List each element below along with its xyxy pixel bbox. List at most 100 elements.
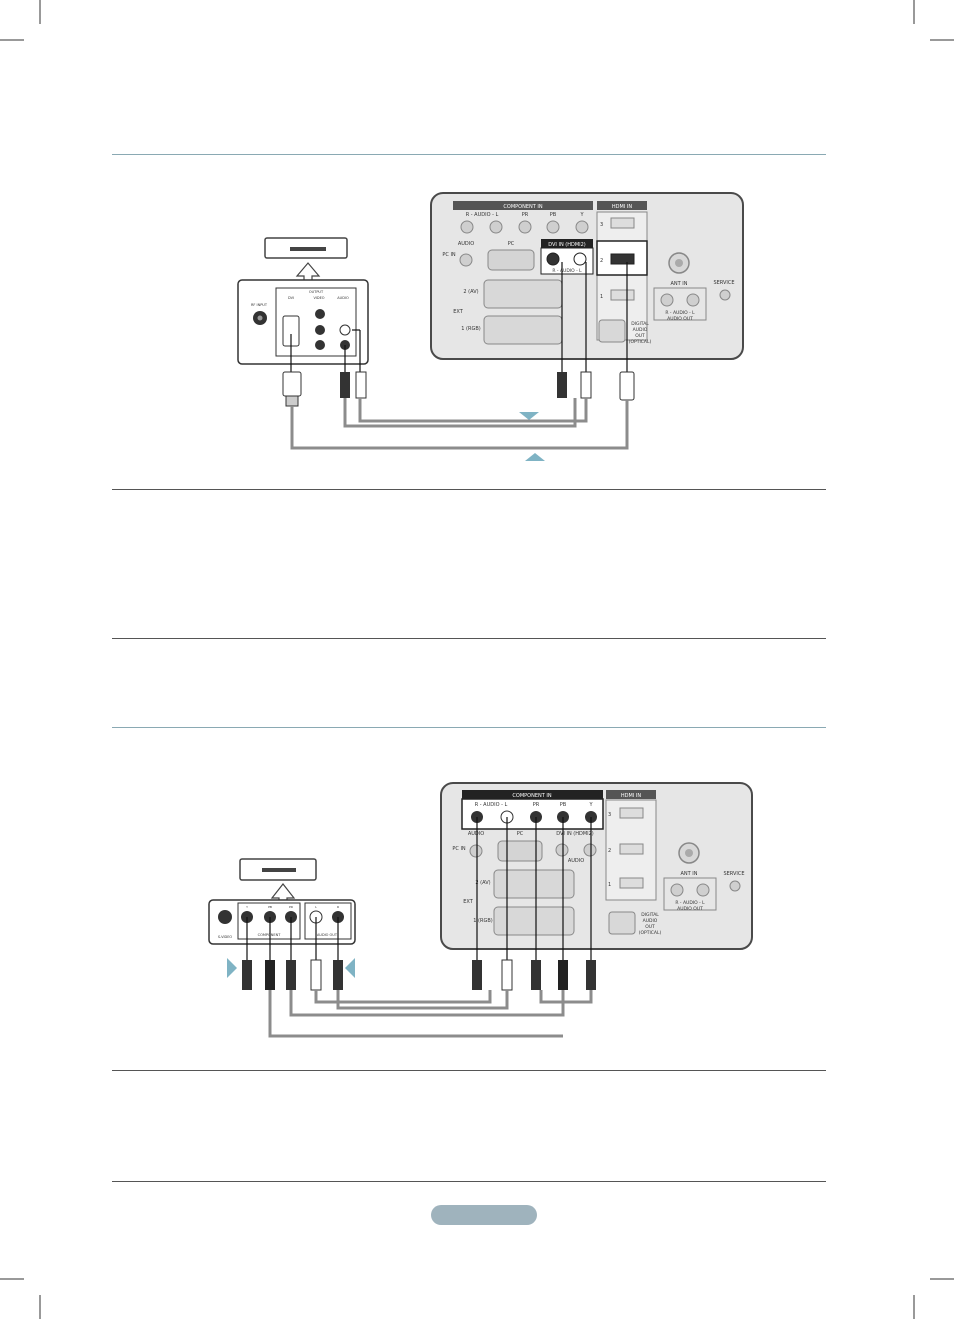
output-label: OUTPUT bbox=[309, 290, 324, 294]
optical-port bbox=[598, 319, 626, 343]
hdmi-in-header bbox=[597, 201, 647, 210]
arrow-left-icon bbox=[345, 958, 355, 978]
component-in-label: COMPONENT IN bbox=[503, 204, 542, 210]
ext-label: EXT bbox=[463, 899, 473, 905]
device-rear-panel bbox=[237, 279, 369, 365]
audio-l-jack bbox=[339, 324, 351, 336]
video-label: VIDEO bbox=[313, 296, 324, 300]
section-rule bbox=[112, 489, 826, 490]
pc-audio-jack bbox=[459, 253, 473, 267]
video-jack bbox=[315, 340, 325, 350]
component-audio-label: R - AUDIO - L bbox=[475, 802, 508, 808]
hdmi-column bbox=[596, 211, 648, 341]
component-in-header bbox=[462, 790, 603, 799]
rca-plug bbox=[286, 960, 296, 990]
hdmi-in-label: HDMI IN bbox=[612, 204, 632, 210]
hdmi-number: 1 bbox=[600, 294, 603, 300]
pc-in-label: PC IN bbox=[452, 846, 466, 852]
ant-in-label: ANT IN bbox=[680, 871, 697, 877]
hdmi-in-label: HDMI IN bbox=[621, 793, 641, 799]
dvi-hdmi-cable bbox=[290, 400, 629, 450]
audio-out-label: AUDIO OUT bbox=[317, 933, 338, 937]
component-audio-label: R - AUDIO - L bbox=[466, 212, 499, 218]
rca-plug bbox=[242, 960, 252, 990]
component-jack bbox=[575, 220, 589, 234]
component-y-label: Y bbox=[588, 802, 593, 808]
arrow-down-icon bbox=[519, 412, 539, 420]
hdmi-port-2 bbox=[619, 843, 644, 855]
service-port bbox=[719, 289, 731, 301]
component-in-header bbox=[453, 201, 593, 210]
pc-vga-port bbox=[487, 249, 535, 271]
rf-input-label: RF INPUT bbox=[251, 303, 268, 307]
rca-plug-red bbox=[557, 372, 567, 398]
dvi-in-label: DVI IN (HDMI2) bbox=[548, 242, 586, 248]
component-pr-label: PR bbox=[533, 802, 540, 808]
digital-audio-label: AUDIO bbox=[643, 918, 658, 924]
audio-out-rl-label: R - AUDIO - L bbox=[675, 900, 705, 906]
rca-plug bbox=[501, 959, 513, 991]
dvi-audio-label: AUDIO bbox=[568, 858, 584, 864]
scart-port-2 bbox=[493, 869, 575, 899]
audio-cable bbox=[343, 398, 577, 428]
ant-in-core bbox=[675, 259, 683, 267]
pc-label: PC bbox=[508, 241, 515, 247]
component-cable bbox=[268, 990, 563, 1038]
ext-label: EXT bbox=[453, 309, 463, 315]
hdmi-number: 3 bbox=[608, 812, 611, 818]
section-rule bbox=[112, 1181, 826, 1182]
arrow-up-icon bbox=[525, 453, 545, 461]
component-jack bbox=[518, 220, 532, 234]
ant-in-core bbox=[685, 849, 693, 857]
service-port bbox=[729, 880, 741, 892]
jack-label: Y bbox=[246, 905, 248, 909]
rca-plug bbox=[558, 960, 568, 990]
audio-out-jack bbox=[670, 883, 684, 897]
ext2-label: 2 (AV) bbox=[463, 289, 478, 295]
digital-audio-label: AUDIO bbox=[633, 327, 648, 333]
rca-plug bbox=[310, 959, 322, 991]
pc-audio-label: AUDIO bbox=[468, 831, 484, 837]
component-cable bbox=[539, 990, 593, 1004]
disc-slot bbox=[290, 247, 326, 251]
dvi-audio-label: R - AUDIO - L bbox=[552, 268, 582, 274]
audio-out-jack bbox=[660, 293, 674, 307]
rf-input-core bbox=[257, 315, 263, 321]
hdmi-port-3 bbox=[610, 217, 635, 229]
ext1-label: 1 (RGB) bbox=[461, 326, 481, 332]
section-rule-top bbox=[112, 154, 826, 155]
digital-audio-label: OUT bbox=[645, 924, 655, 930]
hdmi-number: 2 bbox=[600, 258, 603, 264]
dvi-audio-l-jack bbox=[573, 252, 587, 266]
hdmi-in-header bbox=[606, 790, 656, 799]
arrow-right-icon bbox=[227, 958, 237, 978]
dvi-in-label: DVI IN (HDMI2) bbox=[556, 831, 594, 837]
jack-label: L bbox=[315, 905, 317, 909]
component-pb-label: PB bbox=[560, 802, 567, 808]
service-label: SERVICE bbox=[713, 280, 734, 286]
jack-label: PB bbox=[268, 905, 272, 909]
video-jack bbox=[315, 325, 325, 335]
dvi-label: DVI bbox=[288, 296, 294, 300]
rca-plug bbox=[265, 960, 275, 990]
dvi-audio-jack bbox=[555, 843, 569, 857]
hdmi-number: 1 bbox=[608, 882, 611, 888]
digital-audio-label: DIGITAL bbox=[631, 321, 649, 327]
audio-cable bbox=[314, 990, 492, 1004]
hdmi-number: 3 bbox=[600, 222, 603, 228]
audio-cable bbox=[336, 990, 509, 1010]
audio-label: AUDIO bbox=[337, 296, 349, 300]
page-number-pill bbox=[431, 1205, 537, 1225]
audio-out-label: AUDIO OUT bbox=[677, 906, 703, 912]
disc-slot bbox=[262, 868, 296, 872]
pc-in-label: PC IN bbox=[442, 252, 456, 258]
pc-label: PC bbox=[517, 831, 524, 837]
component-pb-label: PB bbox=[550, 212, 557, 218]
jack-label: R bbox=[337, 905, 339, 909]
component-in-label: COMPONENT IN bbox=[512, 793, 551, 799]
section-rule-middle bbox=[112, 727, 826, 728]
pc-audio-label: AUDIO bbox=[458, 241, 474, 247]
rca-plug bbox=[531, 960, 541, 990]
